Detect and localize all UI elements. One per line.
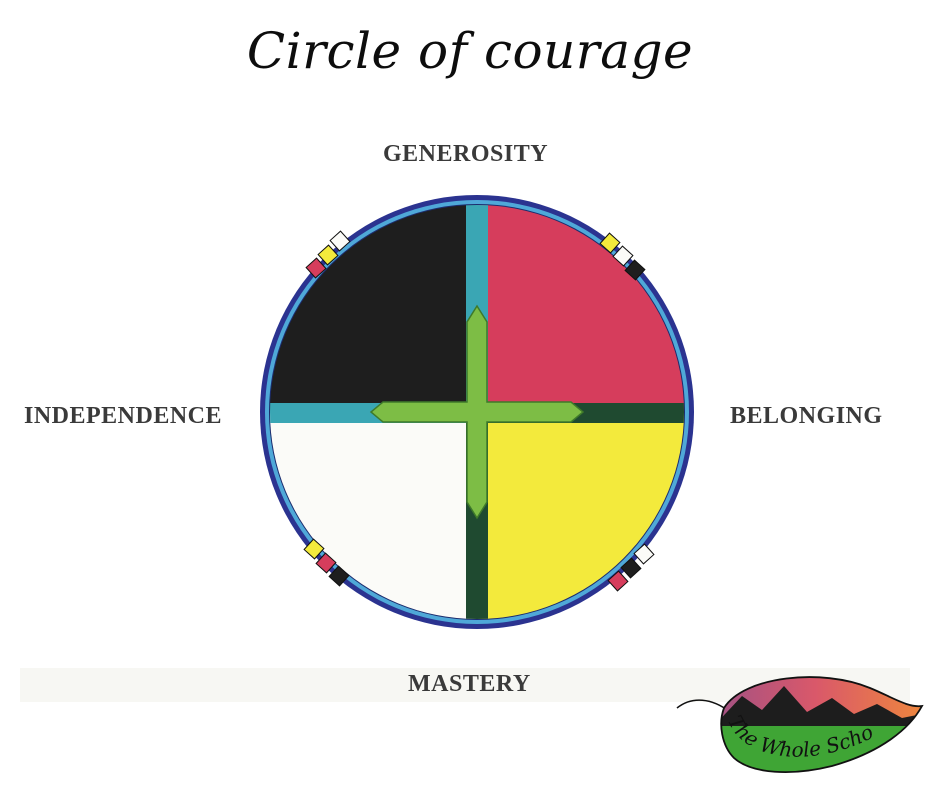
bead-band-bottom-left — [303, 538, 350, 587]
bead-band-top-right — [599, 232, 646, 281]
label-belonging: BELONGING — [730, 403, 883, 429]
label-independence: INDEPENDENCE — [24, 403, 223, 429]
bead-band-bottom-right — [607, 543, 655, 592]
label-mastery: MASTERY — [408, 671, 531, 697]
label-generosity: GENEROSITY — [383, 141, 549, 167]
quadrant-red — [477, 205, 684, 412]
page-title: Circle of courage — [246, 22, 694, 80]
bead-band-top-left — [305, 230, 351, 279]
mountains-icon — [721, 686, 923, 738]
medicine-wheel — [260, 195, 694, 629]
center-cross — [369, 304, 585, 520]
quadrant-black — [270, 205, 477, 412]
quadrant-yellow — [477, 412, 684, 619]
quadrant-white — [270, 412, 477, 619]
whole-school-logo: The Whole School — [672, 668, 924, 773]
